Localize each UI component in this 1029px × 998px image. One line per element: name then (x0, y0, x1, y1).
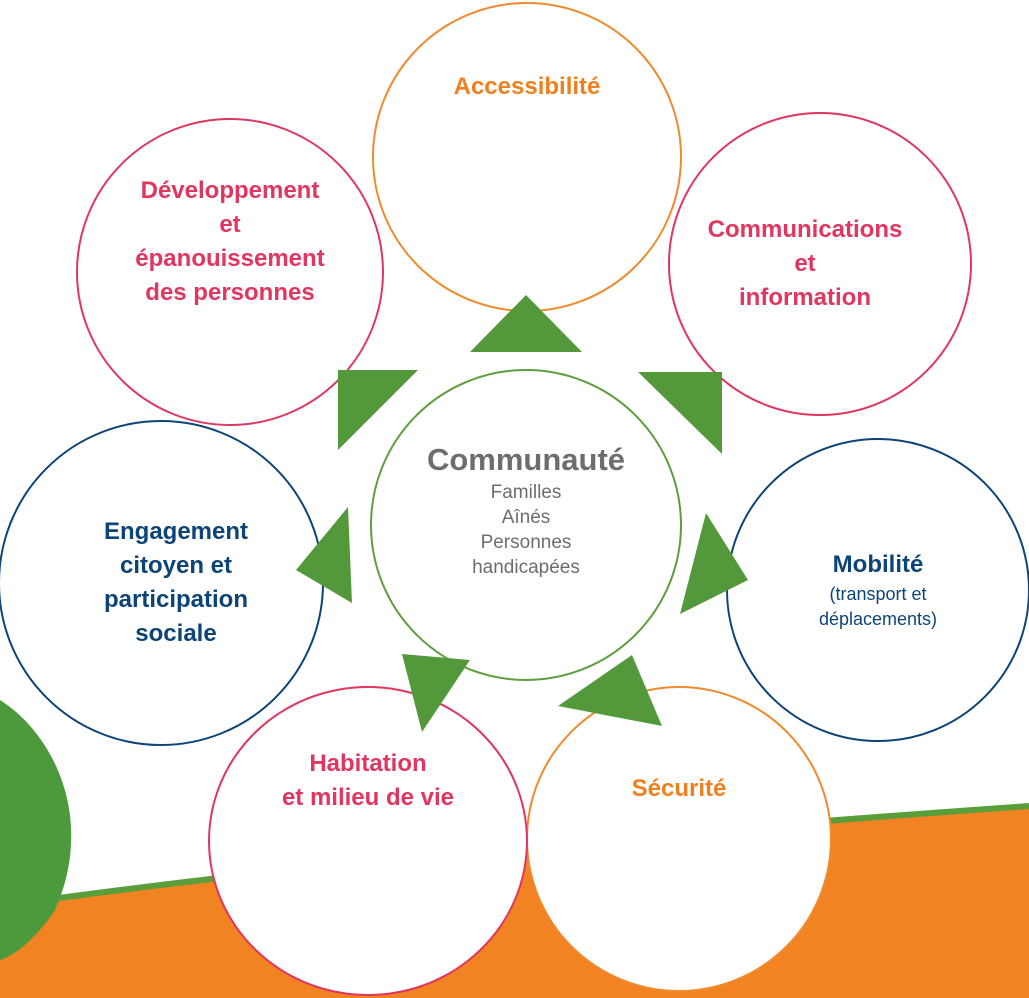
center-line: Aînés (501, 507, 551, 528)
domain-label-habitation: Habitation et milieu de vie (282, 747, 454, 815)
domain-label-line: Développement (140, 177, 320, 204)
domain-label-developpement: Développement et épanouissement des pers… (135, 174, 324, 310)
domain-circle-communications: Communications et information (668, 112, 972, 416)
domain-label-line: Engagement (103, 518, 249, 545)
center-line: handicapées (472, 557, 580, 578)
domain-label-line: et milieu de vie (281, 784, 455, 811)
center-lines: Familles Aînés Personnes handicapées (472, 480, 580, 580)
domain-circle-mobilite: Mobilité (transport et déplacements) (726, 438, 1029, 742)
domain-circle-engagement: Engagement citoyen et participation soci… (0, 420, 324, 746)
domain-label-mobilite: Mobilité (833, 548, 924, 582)
domain-label-line: citoyen et (119, 552, 233, 579)
domain-label-line: et (219, 211, 241, 238)
green-leaf (0, 700, 72, 960)
center-circle-communaute: Communauté Familles Aînés Personnes hand… (370, 369, 682, 681)
domain-sublabel-line: déplacements) (818, 609, 938, 629)
domain-label-line: des personnes (145, 279, 315, 306)
domain-label-line: sociale (135, 620, 217, 647)
domain-label-accessibilite: Accessibilité (454, 70, 601, 104)
domain-label-line: Communications (707, 216, 903, 243)
domain-label-line: Accessibilité (453, 73, 601, 100)
domain-label-line: participation (103, 586, 248, 613)
domain-label-engagement: Engagement citoyen et participation soci… (104, 515, 248, 651)
domain-sublabel-mobilite: (transport et déplacements) (819, 582, 937, 632)
domain-label-line: Mobilité (832, 551, 924, 578)
center-line: Personnes (480, 532, 572, 553)
domain-circle-habitation: Habitation et milieu de vie (208, 686, 528, 996)
domain-label-communications: Communications et information (708, 213, 903, 315)
domain-circle-accessibilite: Accessibilité (372, 2, 682, 312)
domain-circle-developpement: Développement et épanouissement des pers… (76, 118, 384, 426)
domain-label-securite: Sécurité (632, 772, 727, 806)
domain-label-line: Habitation (309, 750, 427, 777)
domain-label-line: épanouissement (135, 245, 325, 272)
domain-circle-securite: Sécurité (526, 686, 832, 992)
domain-label-line: information (739, 284, 871, 311)
center-line: Familles (490, 482, 562, 503)
domain-label-line: Sécurité (631, 775, 727, 802)
center-title: Communauté (426, 442, 626, 477)
domain-label-line: et (794, 250, 816, 277)
domain-sublabel-line: (transport et (829, 584, 927, 604)
